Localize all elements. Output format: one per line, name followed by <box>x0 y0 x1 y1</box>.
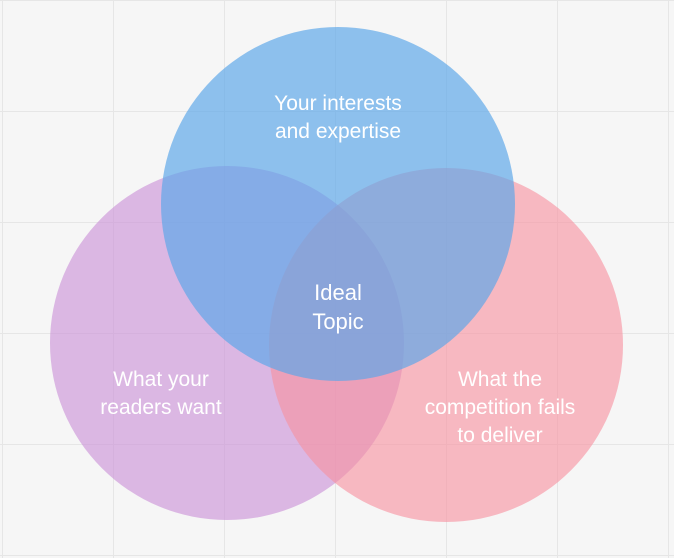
ideal-topic-label: Ideal Topic <box>312 280 364 334</box>
competition-label: What the competition fails to deliver <box>424 368 576 447</box>
circle-interests <box>161 27 515 381</box>
readers-label: What your readers want <box>100 368 222 419</box>
interests-label: Your interests and expertise <box>274 92 402 143</box>
